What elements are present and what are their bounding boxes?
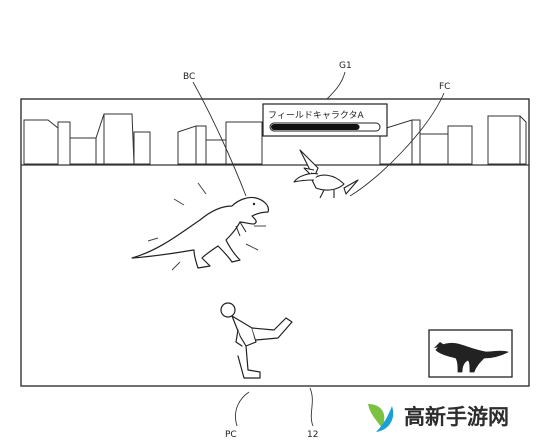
player-character (220, 302, 293, 379)
hud-name: フィールドキャラクタA (268, 110, 364, 121)
hud-health-fill (271, 124, 360, 130)
label-bc: BC (183, 72, 195, 82)
label-pc: PC (225, 430, 237, 440)
minimap-inset (428, 329, 513, 378)
boss-character-t-rex (131, 182, 269, 271)
watermark-logo-icon (368, 404, 385, 428)
label-fc: FC (439, 82, 450, 92)
flying-character-pterosaur (293, 149, 359, 199)
watermark-logo-swoosh-icon (376, 406, 394, 432)
label-screen-number: 12 (307, 430, 318, 440)
leader-lines (192, 71, 445, 427)
background-buildings (23, 113, 527, 165)
watermark-text: 高新手游网 (404, 405, 509, 429)
watermark: 高新手游网 (363, 400, 509, 434)
field-character-hud: フィールドキャラクタA (262, 103, 388, 137)
label-g1: G1 (339, 61, 352, 71)
